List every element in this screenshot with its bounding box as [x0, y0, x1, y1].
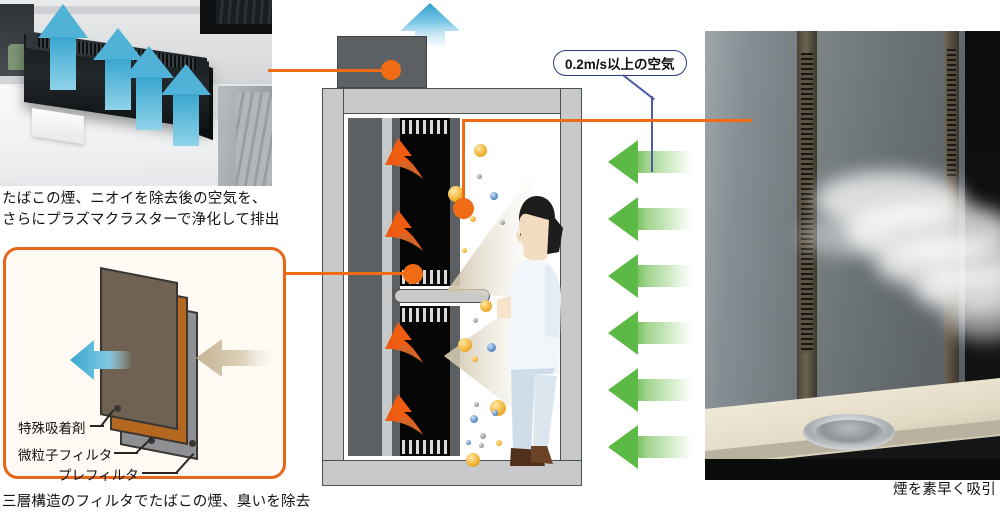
connector-line-hood — [268, 69, 390, 72]
particle — [490, 192, 498, 200]
particle — [462, 248, 467, 253]
connector-line-smoke-h — [462, 119, 752, 122]
exhaust-arrow-2 — [93, 28, 143, 110]
photo-right-underside — [705, 459, 1000, 480]
filter-label-fine: 微粒子フィルタ — [18, 448, 113, 463]
filter-caption: 三層構造のフィルタでたばこの煙、臭いを除去 — [2, 494, 311, 510]
particle — [474, 144, 487, 157]
particle — [500, 220, 505, 225]
intake-arrow-shaft — [634, 436, 692, 458]
airflow-speed-callout-text: 0.2m/s以上の空気 — [565, 57, 675, 72]
airflow-speed-callout: 0.2m/s以上の空気 — [553, 50, 687, 76]
smoke-plume — [801, 216, 891, 256]
particle — [487, 343, 496, 352]
connector-line-smoke-v — [462, 119, 465, 209]
connector-dot-filter — [403, 264, 423, 284]
intake-arrow-head — [608, 425, 638, 469]
particle — [496, 440, 502, 446]
filter-label-adsorbent: 特殊吸着剤 — [18, 421, 86, 436]
filter-fins-lower-top — [402, 308, 448, 322]
photo-right-panel-grille — [236, 92, 272, 186]
filter-cartridge-lower — [400, 306, 450, 456]
particle — [470, 415, 478, 423]
filter-housing-lower-right — [450, 306, 460, 456]
filter-cartridge-upper — [400, 118, 450, 286]
airflow-flame-arrow-2 — [385, 210, 423, 251]
particle — [477, 174, 482, 179]
particle — [466, 440, 471, 445]
intake-arrow-shaft — [634, 265, 692, 287]
intake-arrow-5 — [608, 368, 692, 412]
filter-label-prefilter: プレフィルタ — [58, 468, 139, 483]
particle — [480, 433, 486, 439]
intake-arrow-head — [608, 311, 638, 355]
intake-arrow-head — [608, 197, 638, 241]
booth-exhaust-arrow — [400, 3, 460, 46]
top-photo-caption-line1: たばこの煙、ニオイを除去後の空気を、 — [2, 191, 267, 207]
exhaust-arrow-1 — [38, 4, 88, 90]
particle — [470, 216, 476, 222]
smoke-cone-upper — [446, 176, 530, 298]
filter-fins-upper-top — [402, 120, 448, 134]
booth-hood — [337, 36, 427, 88]
filter-dot-pre — [189, 440, 196, 447]
booth-frame-top — [322, 88, 582, 114]
smoke-cone-lower — [444, 294, 530, 422]
particle — [480, 300, 492, 312]
filter-leader-adsorbent-h — [90, 425, 104, 427]
booth-filter-housing — [392, 118, 400, 456]
particle — [466, 453, 480, 467]
dirty-air-arrow — [196, 339, 282, 377]
clean-air-arrow — [70, 340, 132, 380]
smoke-suction-photo — [705, 31, 1000, 480]
photo-wall-shadow — [0, 6, 272, 14]
intake-arrow-shaft — [634, 208, 692, 230]
top-photo-caption-line2: さらにプラズマクラスターで浄化して排出 — [2, 212, 280, 228]
particle — [472, 356, 478, 362]
filter-fins-lower-bottom — [402, 440, 448, 454]
right-photo-caption: 煙を素早く吸引 — [893, 482, 996, 498]
callout-leader-vertical — [651, 96, 653, 172]
airflow-flame-arrow-3 — [385, 322, 423, 363]
connector-dot-smoke — [453, 198, 474, 219]
particle — [492, 410, 498, 416]
filter-leader-pre-h — [142, 472, 178, 474]
exhaust-arrow-4 — [161, 64, 211, 146]
exhaust-arrow-3 — [124, 46, 174, 130]
intake-arrow-head — [608, 140, 638, 184]
booth-frame-left — [322, 88, 344, 486]
filter-leader-fine-h — [114, 452, 138, 454]
intake-arrow-1 — [608, 140, 692, 184]
particle — [473, 318, 478, 323]
booth-column-divider — [382, 118, 392, 456]
particle — [479, 443, 484, 448]
booth-machine-column — [348, 118, 382, 456]
photo-dark-grille — [216, 0, 272, 24]
intake-arrow-6 — [608, 425, 692, 469]
smoker-figure — [497, 195, 563, 466]
particle — [458, 338, 472, 352]
intake-arrow-2 — [608, 197, 692, 241]
intake-arrow-shaft — [634, 379, 692, 401]
ceiling-unit-photo — [0, 0, 272, 186]
intake-arrow-shaft — [634, 322, 692, 344]
filter-dot-fine — [148, 437, 155, 444]
particle — [474, 402, 479, 407]
photo-right-panel-a — [705, 31, 797, 435]
three-layer-filter-box: 特殊吸着剤 微粒子フィルタ プレフィルタ — [3, 247, 286, 483]
intake-arrow-4 — [608, 311, 692, 355]
photo-right-vent-slots-2 — [947, 49, 956, 179]
intake-arrow-3 — [608, 254, 692, 298]
intake-arrow-shaft — [634, 151, 692, 173]
intake-arrow-head — [608, 368, 638, 412]
ashtray-inner — [815, 420, 883, 444]
airflow-flame-arrow-4 — [385, 394, 423, 435]
airflow-flame-arrow-1 — [385, 138, 423, 179]
filter-dot-adsorbent — [114, 405, 121, 412]
connector-dot-hood — [381, 60, 401, 80]
top-photo-caption: たばこの煙、ニオイを除去後の空気を、 さらにプラズマクラスターで浄化して排出 — [2, 189, 302, 231]
connector-line-filter — [286, 272, 414, 275]
intake-arrow-head — [608, 254, 638, 298]
photo-right-vent-slots — [801, 53, 813, 353]
